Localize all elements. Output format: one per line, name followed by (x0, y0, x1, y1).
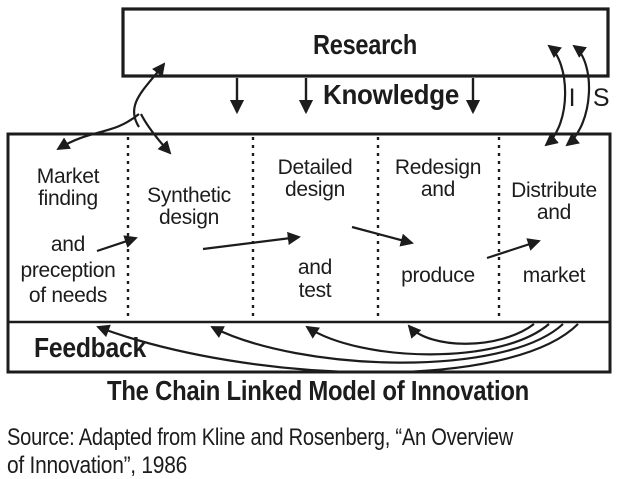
col3-line4: test (299, 279, 332, 302)
i-link-arrow-icon (544, 44, 567, 147)
feedback-arrow-icon-4 (407, 323, 535, 345)
to-research-arrow-icon (133, 62, 166, 128)
col4-line1: Redesign (395, 156, 481, 179)
col5-line2: and (537, 201, 571, 224)
research-box (121, 7, 610, 78)
s-link-arrow-icon (565, 44, 591, 147)
s-link-label: S (593, 84, 609, 112)
i-link-label: I (569, 84, 576, 112)
feedback-arrow-icon-1 (96, 323, 579, 374)
col3-line2: design (285, 178, 345, 201)
process-box (6, 132, 612, 374)
col5-line3: market (523, 264, 586, 287)
col3-line1: Detailed (278, 156, 353, 179)
feedback-arrow-icon-2 (210, 323, 564, 364)
col4-line2: and (421, 178, 455, 201)
col5-line1: Distribute (511, 179, 597, 202)
col1-line4: preception (20, 259, 115, 282)
col2-line1: Synthetic (147, 184, 231, 207)
knowledge-label: Knowledge (323, 79, 459, 110)
research-label: Research (313, 29, 417, 60)
chain-arrow-icon-2 (202, 231, 301, 251)
source-text-line2: of Innovation”, 1986 (7, 452, 187, 479)
chain-arrow-icon-4 (486, 238, 541, 260)
col1-line5: of needs (29, 284, 107, 307)
col1-line1: Market (37, 165, 100, 188)
chain-arrow-icon-1 (96, 235, 138, 253)
diagram-caption: The Chain Linked Model of Innovation (107, 375, 529, 406)
col1-line3: and (51, 233, 85, 256)
chain-arrow-icon-3 (351, 225, 414, 247)
col2-line2: design (159, 206, 219, 229)
col4-line3: produce (401, 264, 475, 287)
feedback-arrow-icon-3 (305, 323, 550, 356)
to-market-finding-arrow-icon (56, 113, 140, 151)
col3-line3: and (298, 256, 332, 279)
source-text-line1: Source: Adapted from Kline and Rosenberg… (7, 424, 514, 451)
col1-line2: finding (38, 187, 98, 210)
feedback-label: Feedback (34, 332, 147, 363)
